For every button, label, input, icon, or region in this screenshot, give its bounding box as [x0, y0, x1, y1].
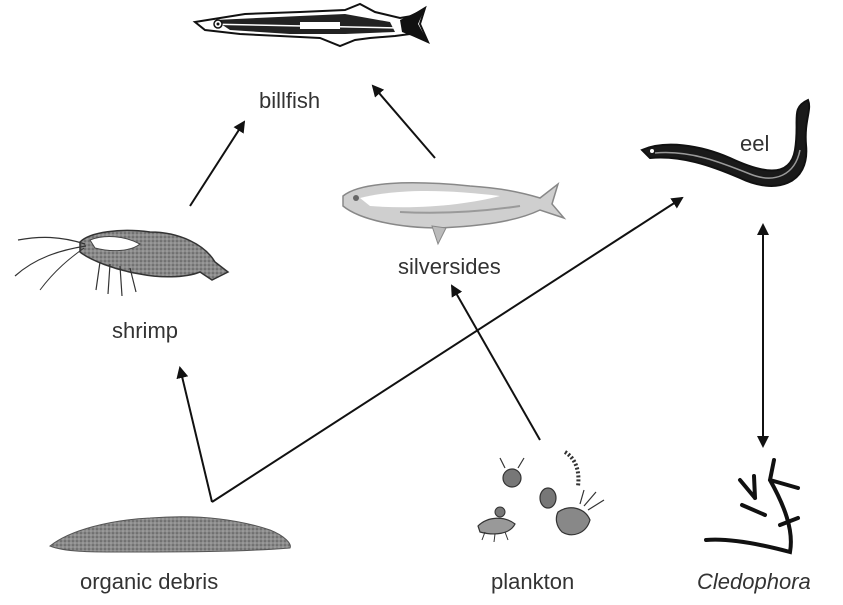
- silversides-icon: [343, 183, 564, 244]
- label-silversides: silversides: [398, 254, 501, 280]
- edge-plankton-silversides: [452, 286, 540, 440]
- edge-shrimp-billfish: [190, 122, 244, 206]
- label-billfish: billfish: [259, 88, 320, 114]
- edge-debris-eel: [212, 198, 682, 502]
- organic-debris-icon: [50, 517, 290, 552]
- edge-silversides-billfish: [373, 86, 435, 158]
- billfish-icon: [195, 4, 428, 46]
- plankton-icon: [478, 452, 604, 542]
- label-organic-debris: organic debris: [80, 569, 218, 595]
- label-shrimp: shrimp: [112, 318, 178, 344]
- label-plankton: plankton: [491, 569, 574, 595]
- label-cledophora: Cledophora: [697, 569, 811, 595]
- eel-icon: [642, 100, 809, 186]
- edge-debris-shrimp: [180, 368, 212, 502]
- cledophora-icon: [706, 460, 798, 552]
- shrimp-icon: [15, 230, 228, 296]
- label-eel: eel: [740, 131, 769, 157]
